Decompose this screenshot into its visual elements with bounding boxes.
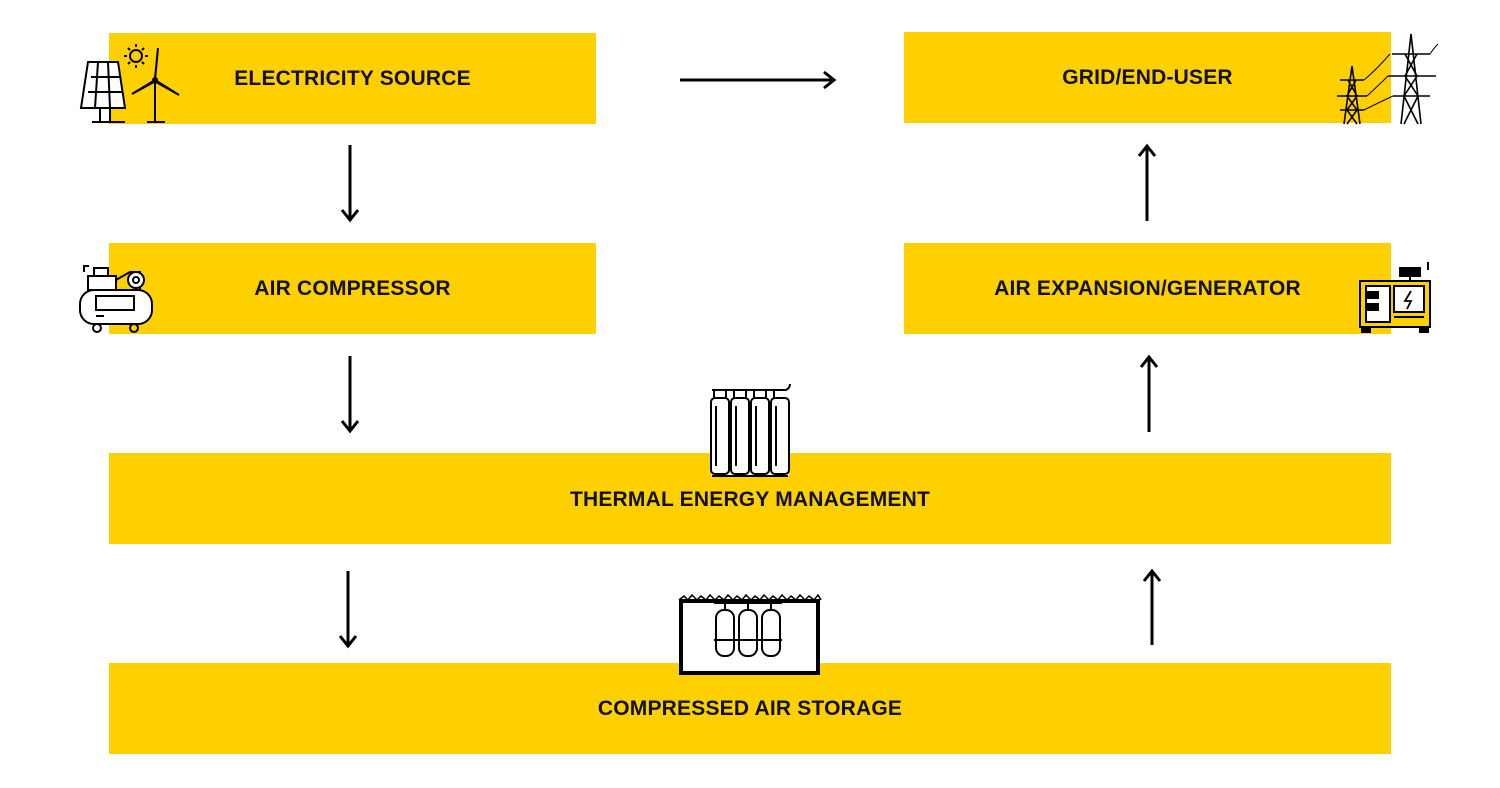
underground-tanks-icon <box>678 593 822 675</box>
edge-storage-to-thermal <box>1142 568 1162 645</box>
edge-thermal-to-expansion <box>1139 354 1159 432</box>
node-label: THERMAL ENERGY MANAGEMENT <box>569 487 931 511</box>
node-label: ELECTRICITY SOURCE <box>234 66 471 90</box>
edge-electricity-to-grid <box>680 70 837 90</box>
node-air-expansion-generator: AIR EXPANSION/GENERATOR <box>904 243 1391 334</box>
node-air-compressor: AIR COMPRESSOR <box>109 243 596 334</box>
edge-electricity-to-compressor <box>340 145 360 223</box>
node-label: AIR EXPANSION/GENERATOR <box>994 276 1301 300</box>
edge-thermal-to-storage <box>338 571 358 649</box>
node-label: GRID/END-USER <box>1062 65 1233 89</box>
node-grid-end-user: GRID/END-USER <box>904 32 1391 123</box>
node-thermal-energy-management: THERMAL ENERGY MANAGEMENT <box>109 453 1391 544</box>
edge-expansion-to-grid <box>1137 143 1157 221</box>
edge-compressor-to-thermal <box>340 356 360 434</box>
node-electricity-source: ELECTRICITY SOURCE <box>109 33 596 124</box>
node-label: COMPRESSED AIR STORAGE <box>597 696 903 720</box>
node-label: AIR COMPRESSOR <box>254 276 451 300</box>
node-compressed-air-storage: COMPRESSED AIR STORAGE <box>109 663 1391 754</box>
